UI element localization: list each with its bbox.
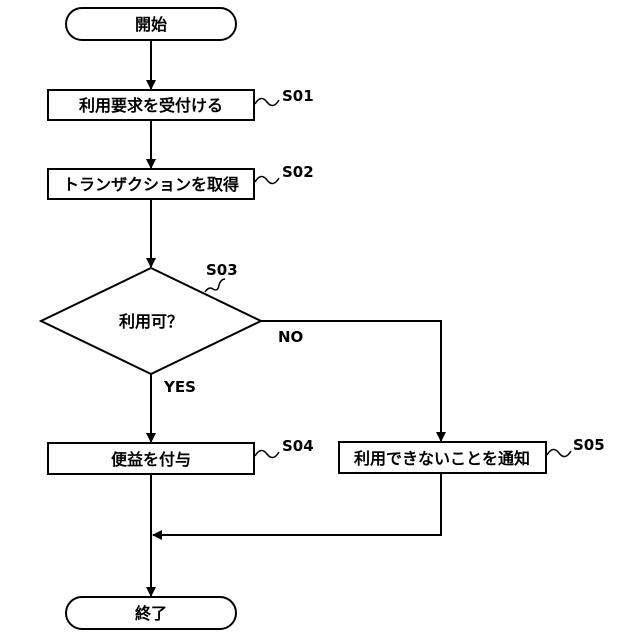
- step-s02: トランザクションを取得 S02: [48, 163, 314, 199]
- s03-leader: [205, 279, 225, 292]
- s04-leader: [255, 450, 279, 457]
- s04-label: 便益を付与: [111, 450, 191, 469]
- s05-label: 利用できないことを通知: [354, 449, 530, 468]
- arrow-s05-to-merge: [153, 473, 441, 535]
- s05-step-label: S05: [573, 436, 605, 454]
- s02-label: トランザクションを取得: [63, 175, 239, 194]
- start-node: 開始: [66, 8, 236, 40]
- step-s04: 便益を付与 S04: [48, 437, 314, 474]
- s01-step-label: S01: [282, 87, 314, 105]
- step-s05: 利用できないことを通知 S05: [339, 436, 605, 473]
- s03-step-label: S03: [206, 261, 238, 279]
- s03-no-label: NO: [278, 328, 303, 346]
- s05-leader: [547, 449, 571, 456]
- start-label: 開始: [135, 15, 167, 34]
- s01-label: 利用要求を受付ける: [79, 96, 223, 115]
- s04-step-label: S04: [282, 437, 314, 455]
- end-node: 終了: [66, 597, 236, 629]
- s01-leader: [255, 98, 279, 105]
- step-s03: 利用可？ S03 YES NO: [41, 261, 303, 396]
- s03-label: 利用可？: [119, 312, 183, 331]
- end-label: 終了: [135, 604, 167, 623]
- s02-step-label: S02: [282, 163, 314, 181]
- step-s01: 利用要求を受付ける S01: [48, 87, 314, 120]
- s03-yes-label: YES: [163, 378, 196, 396]
- s02-leader: [255, 176, 279, 183]
